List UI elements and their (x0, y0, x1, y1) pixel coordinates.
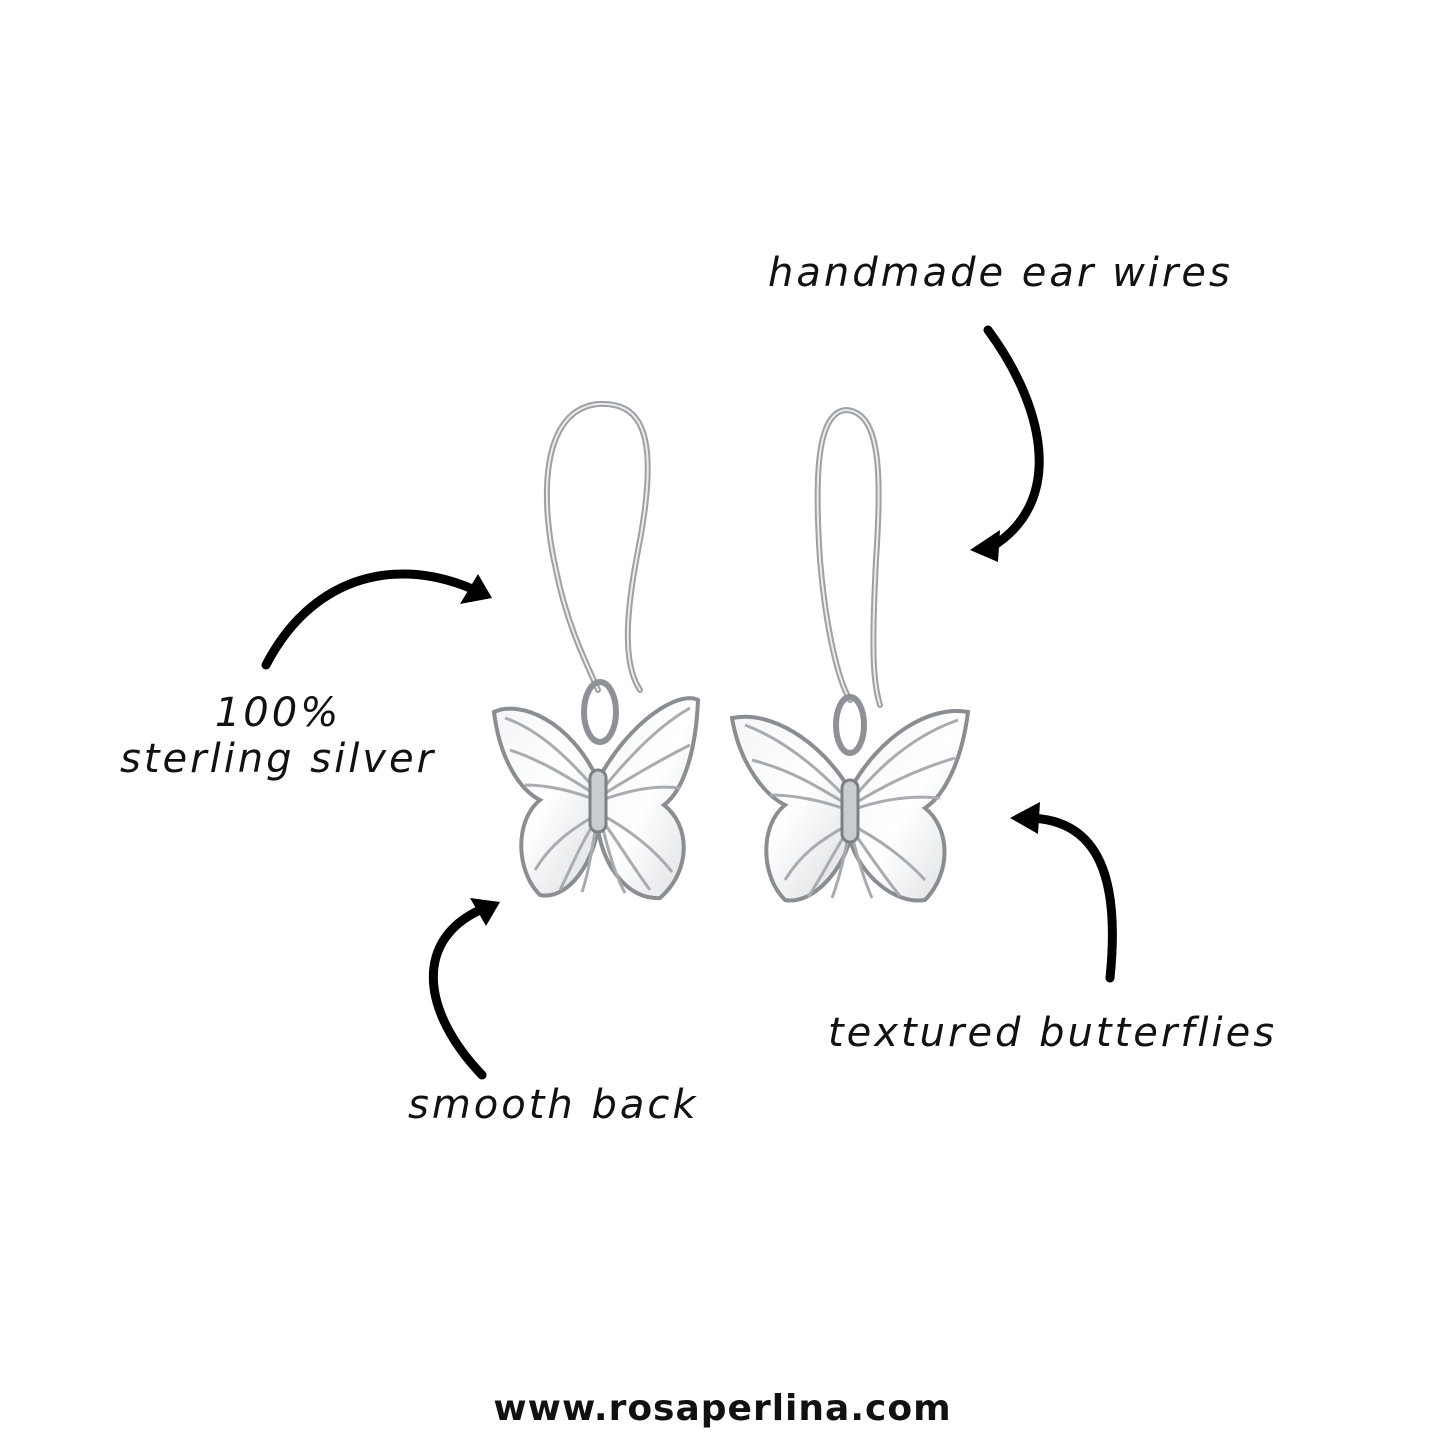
annotation-ear-wires: handmade ear wires (768, 250, 1233, 296)
arrow-icon-ear-wires (970, 325, 1044, 562)
left-butterfly (491, 696, 701, 901)
arrow-icon-textured (1010, 802, 1117, 983)
annotation-smooth-back: smooth back (408, 1082, 699, 1128)
annotation-silver-percent: 100% (214, 690, 342, 736)
website-url: www.rosaperlina.com (493, 1388, 952, 1429)
annotation-textured: textured butterflies (828, 1010, 1278, 1056)
arrow-icon-smooth-back (428, 898, 500, 1080)
right-butterfly (729, 709, 971, 903)
annotation-silver-text: sterling silver (120, 736, 437, 782)
left-earring (491, 400, 701, 901)
annotation-sterling-silver: 100% sterling silver (120, 690, 436, 782)
arrow-icon-sterling-silver (261, 569, 492, 670)
right-earring (729, 406, 971, 903)
